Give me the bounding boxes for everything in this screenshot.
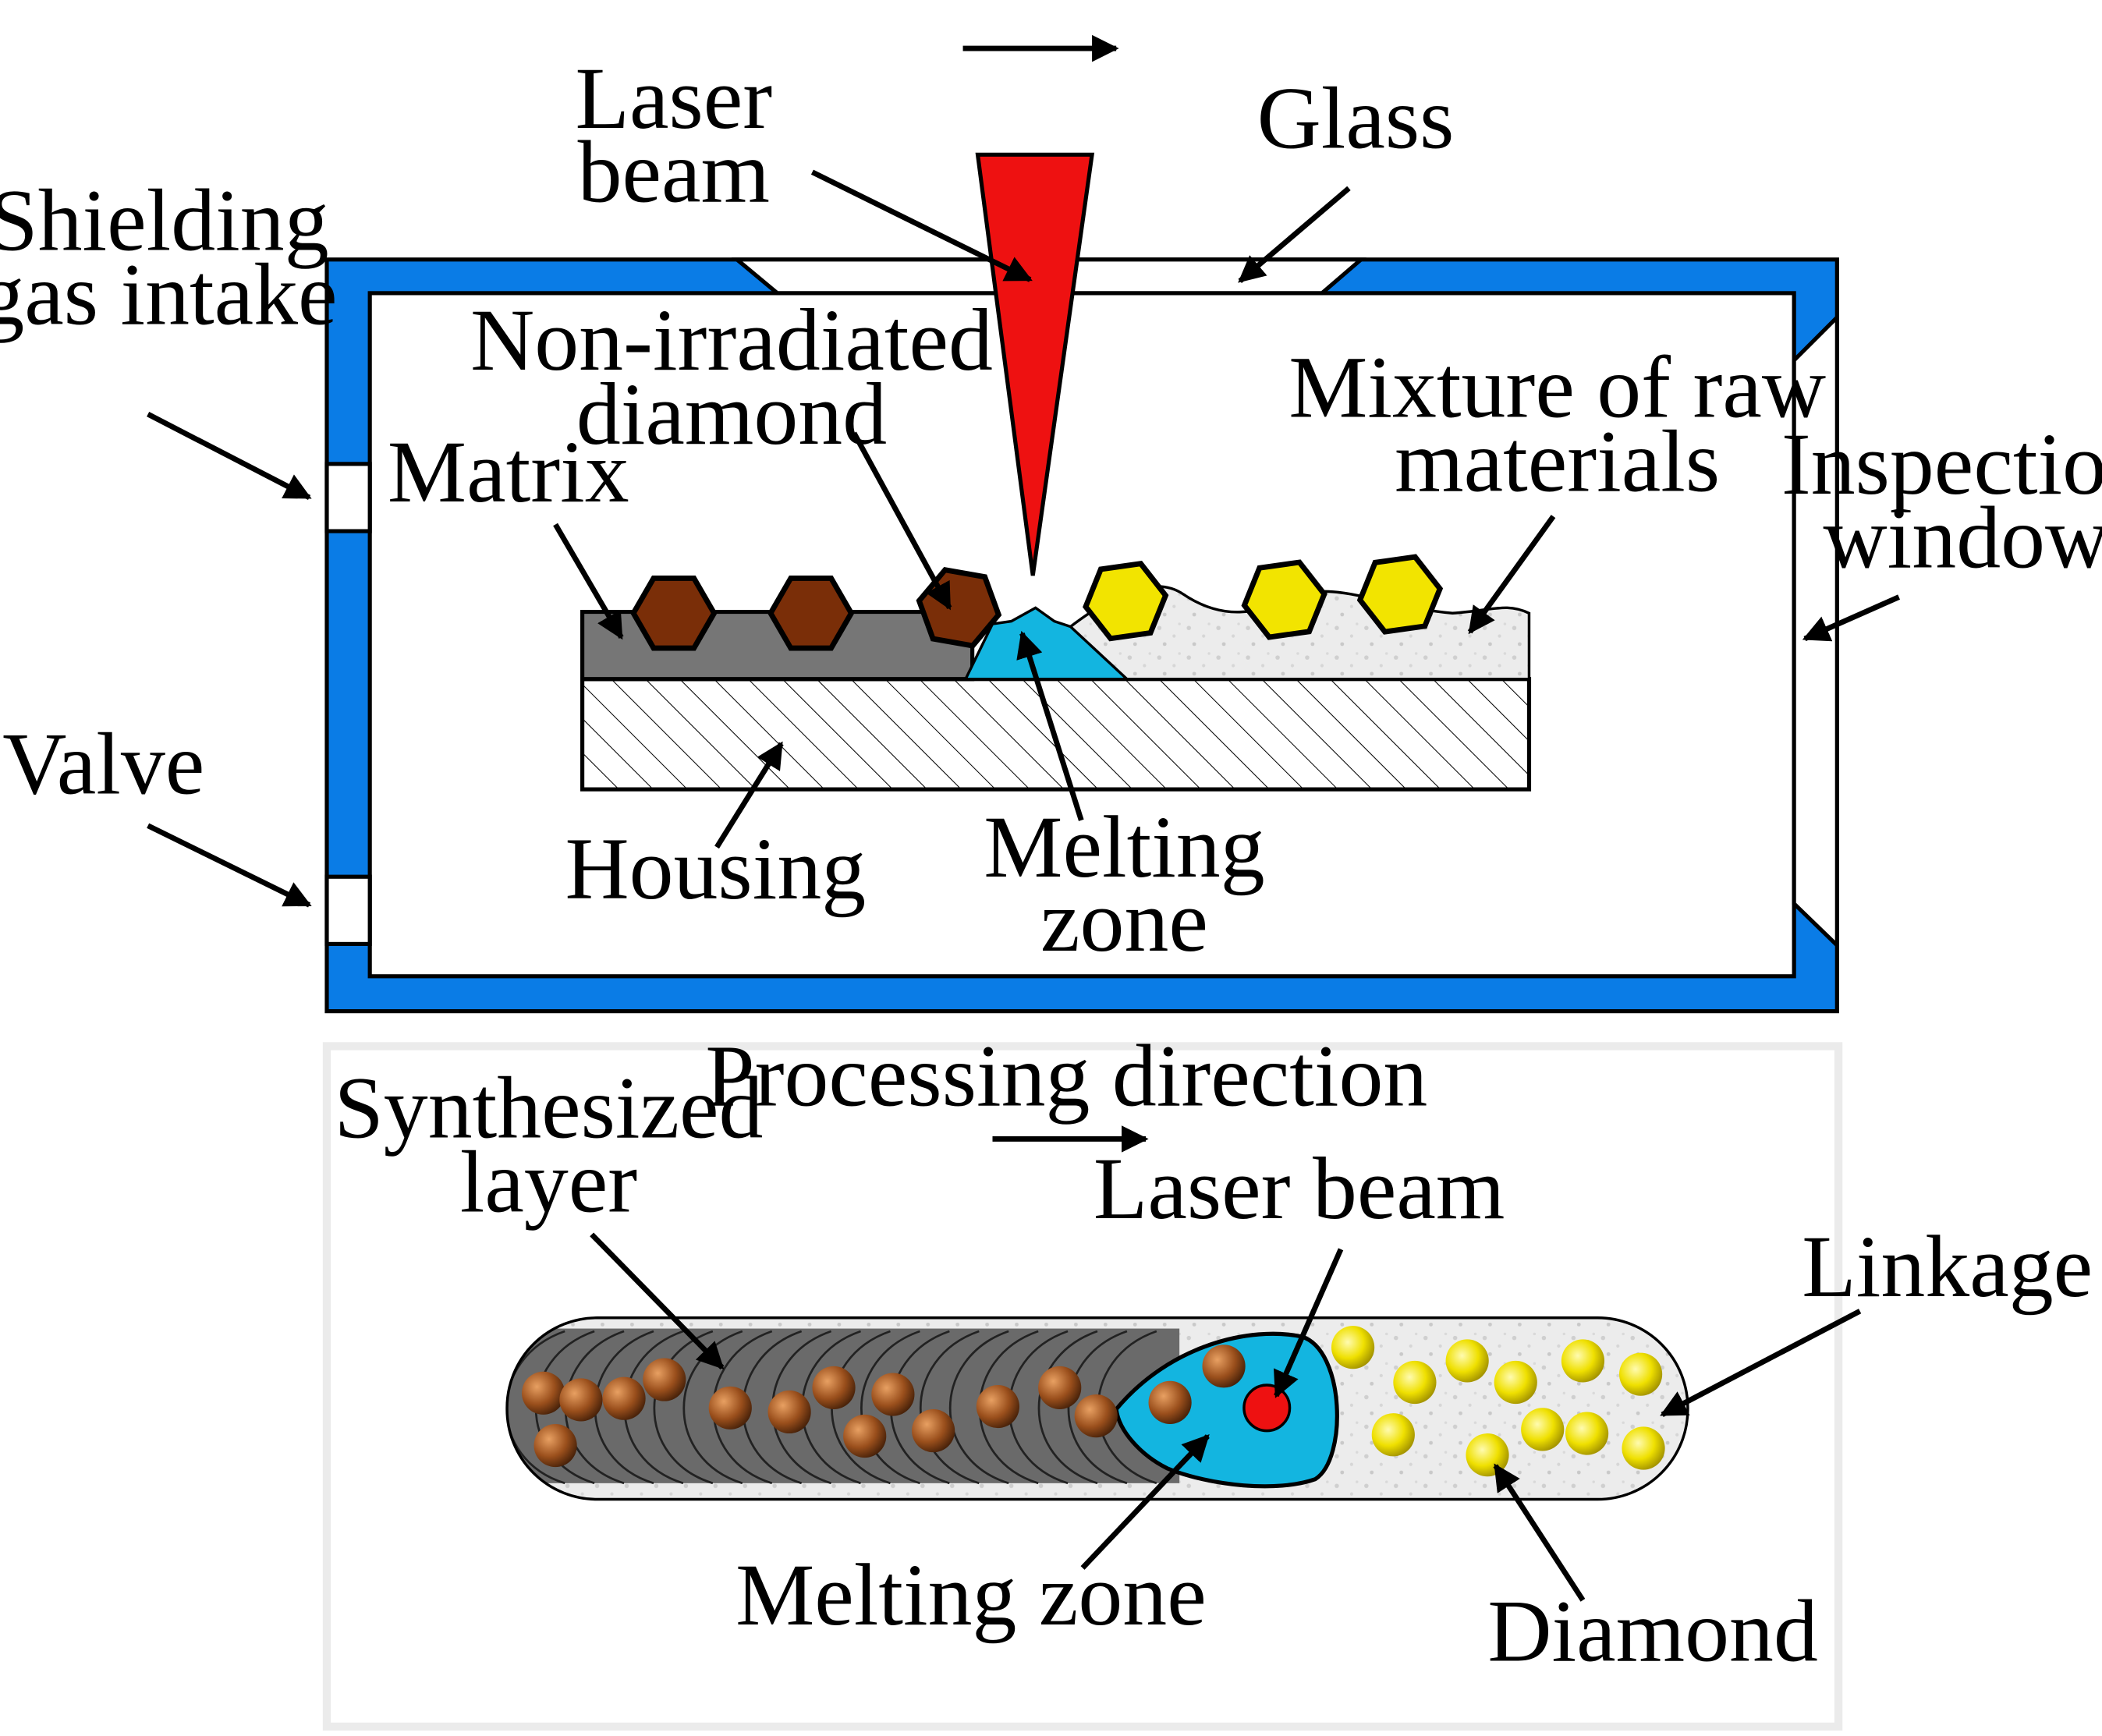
laser-beam-arrow	[810, 169, 1033, 282]
raw-diamond	[1445, 1339, 1489, 1383]
raw-diamonds-top-view	[1331, 1326, 1665, 1477]
synthesized-layer-arrow	[590, 1232, 725, 1370]
embedded-diamonds	[522, 1345, 1246, 1468]
raw-diamond	[1622, 1426, 1665, 1470]
laser-spot	[1242, 1383, 1292, 1433]
label-synthesized-line2: layer	[460, 1133, 637, 1231]
ripple-arc	[860, 1330, 920, 1485]
label-non-irradiated-line2: diamond	[576, 365, 887, 463]
melting-zone-arrow	[1016, 630, 1084, 821]
inspection-arrow	[1802, 594, 1901, 642]
irradiated-diamonds	[630, 566, 1002, 651]
label-inspection-line1: Inspection	[1781, 415, 2102, 513]
raw-diamond	[1356, 554, 1444, 635]
embedded-diamond	[912, 1409, 955, 1453]
label-shielding-line1: Shielding	[0, 172, 329, 270]
mixture-arrow	[1467, 515, 1556, 635]
melting-zone-arrow-bottom	[1080, 1433, 1210, 1570]
label-matrix: Matrix	[388, 423, 629, 521]
raw-diamond	[1565, 1412, 1609, 1455]
embedded-diamond	[708, 1386, 752, 1430]
raw-diamond	[1494, 1360, 1537, 1405]
ripple-arc	[653, 1330, 714, 1485]
label-synthesized-line1: Synthesized	[335, 1059, 764, 1157]
embedded-diamond	[559, 1378, 603, 1422]
raw-diamonds	[1083, 554, 1444, 642]
valve-port	[324, 874, 372, 947]
label-mixture-line1: Mixture of raw	[1288, 338, 1826, 437]
label-melting-line2: zone	[1040, 872, 1208, 970]
embedded-diamond	[1202, 1345, 1246, 1388]
label-linkage: Linkage	[1802, 1217, 2093, 1316]
linkage-arrow	[1660, 1309, 1862, 1417]
top-panel: Laser beam Glass Shielding gas intake No…	[0, 34, 2102, 1014]
diamond-arrow	[1493, 1463, 1586, 1602]
laser-beam-arrow-bottom	[1274, 1248, 1344, 1398]
raw-diamond	[1083, 561, 1169, 642]
label-melting-line1: Melting	[984, 798, 1264, 896]
raw-diamond	[1466, 1433, 1509, 1477]
embedded-diamond	[976, 1384, 1019, 1429]
embedded-diamond	[871, 1373, 915, 1416]
irradiated-diamond	[767, 575, 855, 651]
label-non-irradiated-line1: Non-irradiated	[470, 291, 993, 389]
housing-arrow	[714, 741, 784, 849]
bottom-panel: Processing direction Synthesized layer	[322, 1026, 2093, 1731]
raw-diamond	[1618, 1352, 1663, 1396]
ripple-arc	[507, 1330, 565, 1485]
shielding-gas-arrow	[147, 412, 312, 501]
label-housing: Housing	[565, 820, 866, 918]
label-laser-beam-bottom: Laser beam	[1094, 1139, 1505, 1238]
label-mixture-line2: materials	[1395, 412, 1720, 510]
label-melting-zone-bottom: Melting zone	[736, 1546, 1207, 1644]
embedded-diamond	[602, 1376, 646, 1420]
label-valve: Valve	[2, 714, 204, 813]
ripple-arc	[920, 1330, 980, 1485]
raw-diamond	[1521, 1408, 1565, 1451]
valve-arrow	[147, 823, 312, 908]
label-glass: Glass	[1257, 69, 1455, 168]
embedded-diamond	[1148, 1380, 1192, 1424]
embedded-diamond	[767, 1390, 811, 1434]
embedded-diamond	[1038, 1366, 1082, 1410]
label-inspection-line2: window	[1824, 489, 2102, 587]
irradiated-diamond	[630, 575, 718, 651]
non-irradiated-arrow	[851, 431, 952, 611]
shielding-gas-port	[324, 462, 372, 533]
label-shielding-line2: gas intake	[0, 246, 338, 344]
melt-pool	[963, 606, 1131, 681]
matrix-arrow	[553, 523, 624, 640]
embedded-diamond	[643, 1358, 686, 1401]
label-processing-direction: Processing direction	[705, 1026, 1427, 1125]
embedded-diamond	[533, 1423, 577, 1468]
raw-diamond	[1331, 1326, 1375, 1369]
raw-diamond	[1561, 1339, 1605, 1383]
ripple-arc	[949, 1330, 1009, 1485]
raw-diamond	[1371, 1413, 1415, 1457]
label-laser-line1: Laser	[575, 49, 772, 147]
cladding-track	[505, 1316, 1689, 1501]
embedded-diamond	[812, 1366, 856, 1410]
ripple-arc	[1037, 1330, 1098, 1485]
top-leader-arrows	[147, 169, 1901, 908]
raw-diamond	[1241, 559, 1327, 640]
embedded-diamond	[843, 1414, 887, 1458]
embedded-diamond	[1074, 1394, 1118, 1438]
embedded-diamond	[522, 1371, 565, 1415]
ripple-arc	[1067, 1330, 1128, 1485]
label-diamond: Diamond	[1487, 1582, 1818, 1680]
bottom-leader-arrows	[590, 1232, 1862, 1602]
glass-arrow	[1238, 186, 1351, 283]
label-laser-line2: beam	[578, 123, 770, 221]
raw-diamond	[1393, 1360, 1437, 1405]
